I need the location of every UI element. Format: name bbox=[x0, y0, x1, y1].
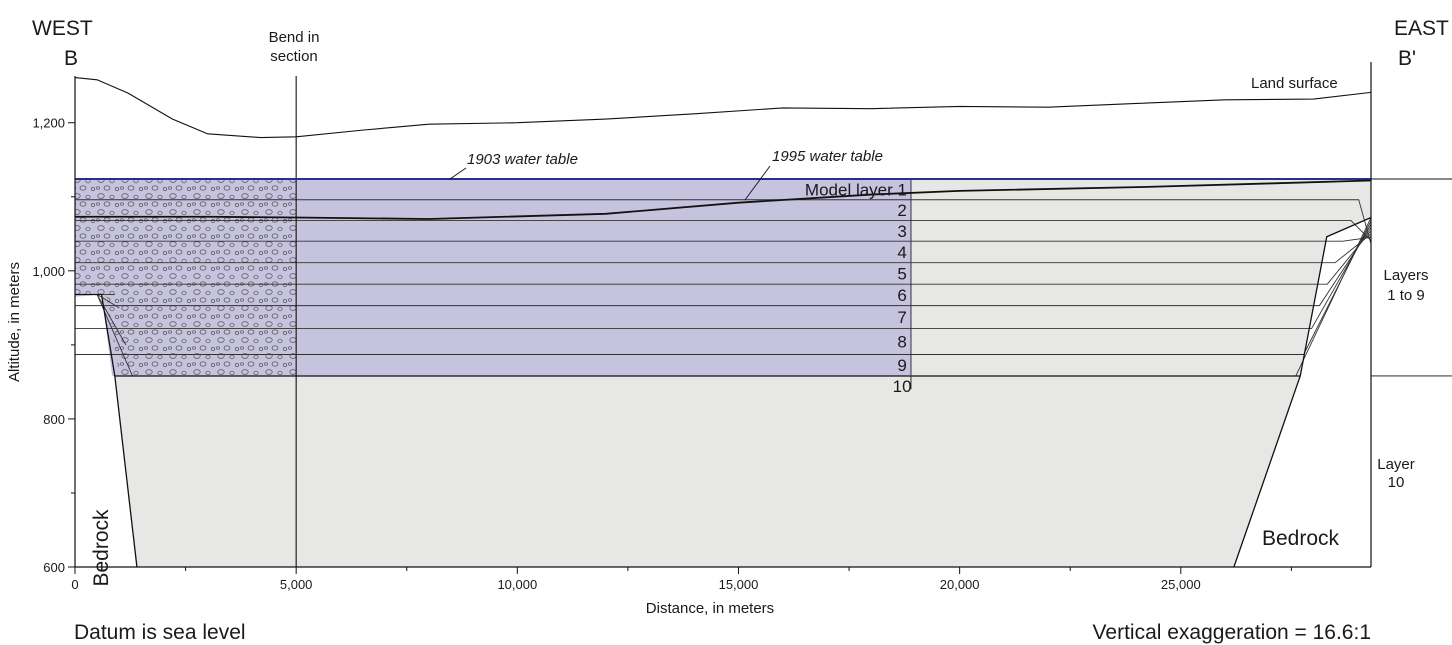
layer-10-label-line2: 10 bbox=[1388, 474, 1405, 491]
y-tick-label: 1,200 bbox=[32, 116, 65, 131]
layer10-fill bbox=[114, 375, 1301, 567]
model-layer-labels: Model layer 1 2 3 4 5 6 7 8 9 10 bbox=[805, 180, 912, 396]
west-step-1 bbox=[96, 294, 120, 309]
section-geometry bbox=[74, 62, 1452, 568]
layers-1-9-label-line2: 1 to 9 bbox=[1387, 287, 1425, 304]
y-tick-label: 1,000 bbox=[32, 264, 65, 279]
bend-label-line1: Bend in bbox=[269, 29, 320, 46]
y-tick-label: 800 bbox=[43, 412, 65, 427]
x-tick-label: 25,000 bbox=[1161, 577, 1201, 592]
gravel-unit bbox=[75, 179, 297, 376]
east-point-label: B' bbox=[1398, 47, 1416, 70]
land-surface-line bbox=[74, 77, 1372, 139]
bedrock-label-west: Bedrock bbox=[90, 509, 113, 587]
model-layer-label: 9 bbox=[897, 356, 906, 375]
leader-1995 bbox=[744, 165, 771, 201]
y-axis-title: Altitude, in meters bbox=[6, 262, 23, 382]
y-tick-label: 600 bbox=[43, 560, 65, 575]
model-layer-label: 5 bbox=[897, 264, 906, 283]
inactive-cells-east bbox=[114, 179, 1372, 376]
leader-1903 bbox=[449, 167, 467, 180]
model-layer-label: 10 bbox=[893, 377, 912, 396]
model-layer-label: 7 bbox=[897, 308, 906, 327]
model-layer-label: 6 bbox=[897, 286, 906, 305]
layer-10-label-line1: Layer bbox=[1377, 456, 1415, 473]
x-axis-title: Distance, in meters bbox=[646, 600, 774, 617]
water-table-1903-label: 1903 water table bbox=[467, 151, 578, 168]
vertical-exaggeration-note: Vertical exaggeration = 16.6:1 bbox=[1093, 621, 1371, 644]
y-tick-labels: 600 800 1,000 1,200 bbox=[32, 116, 65, 575]
west-step-3 bbox=[96, 294, 133, 377]
model-layer-label: Model layer 1 bbox=[805, 180, 907, 199]
land-surface-label: Land surface bbox=[1251, 75, 1338, 92]
datum-note: Datum is sea level bbox=[74, 621, 246, 644]
east-bedrock-outline bbox=[1233, 216, 1372, 568]
model-layer-label: 8 bbox=[897, 333, 906, 352]
west-label: WEST bbox=[32, 17, 93, 40]
bedrock-label-east: Bedrock bbox=[1262, 527, 1340, 550]
west-step-2 bbox=[96, 294, 127, 346]
x-tick-label: 20,000 bbox=[940, 577, 980, 592]
west-point-label: B bbox=[64, 47, 78, 70]
layers-1-9-label-line1: Layers bbox=[1383, 267, 1428, 284]
water-table-1995-line bbox=[75, 179, 1372, 220]
west-bedrock bbox=[75, 294, 137, 567]
x-tick-labels: 0 5,000 10,000 15,000 20,000 25,000 bbox=[71, 577, 1200, 592]
x-tick-label: 5,000 bbox=[280, 577, 313, 592]
east-label: EAST bbox=[1394, 17, 1449, 40]
model-layer-label: 4 bbox=[897, 243, 906, 262]
x-tick-label: 0 bbox=[71, 577, 78, 592]
west-bedrock-outline bbox=[75, 293, 138, 568]
x-tick-label: 15,000 bbox=[719, 577, 759, 592]
x-tick-label: 10,000 bbox=[497, 577, 537, 592]
model-layer-label: 3 bbox=[897, 222, 906, 241]
model-layer-label: 2 bbox=[897, 201, 906, 220]
bend-label-line2: section bbox=[270, 48, 318, 65]
water-table-1995-label: 1995 water table bbox=[772, 148, 883, 165]
axis-ticks bbox=[68, 122, 1292, 574]
